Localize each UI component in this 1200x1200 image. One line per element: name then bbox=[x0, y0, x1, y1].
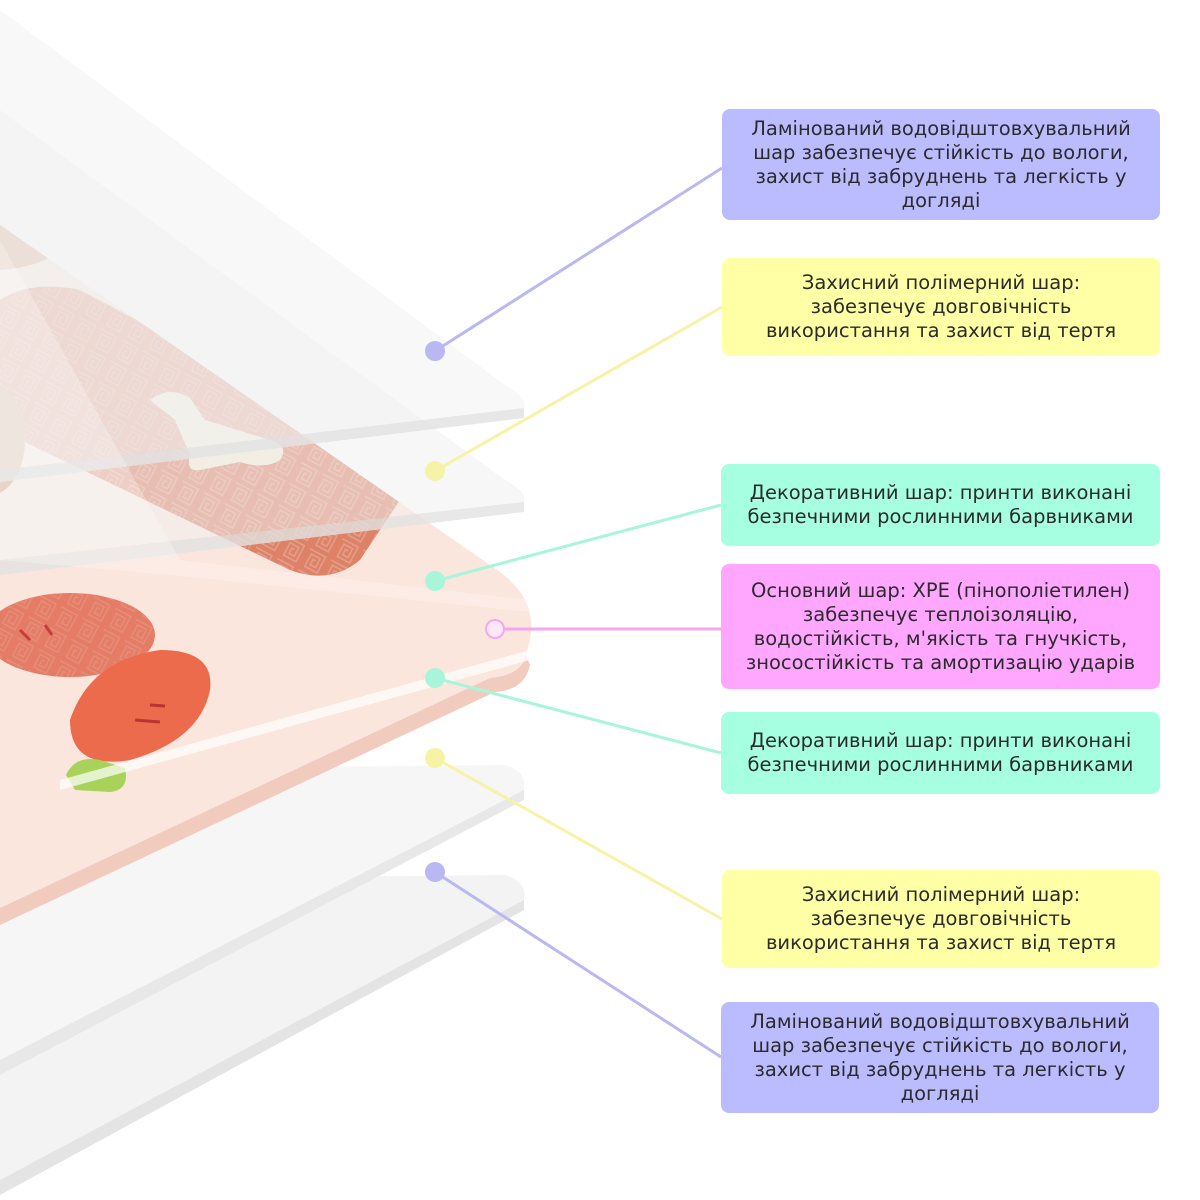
sheet-laminated-top bbox=[0, 10, 525, 482]
connector-dots bbox=[425, 341, 505, 882]
label-decorative-top: Декоративний шар: принти виконані безпеч… bbox=[721, 464, 1160, 546]
connector-lines bbox=[434, 166, 723, 1059]
connector-decorative-top bbox=[434, 503, 722, 583]
label-core: Основний шар: XPE (пінополіетилен) забез… bbox=[721, 564, 1160, 689]
label-laminated-top: Ламінований водовідштовхувальний шар заб… bbox=[722, 109, 1160, 220]
dot-laminated-bottom bbox=[425, 862, 445, 882]
connector-decorative-bottom bbox=[434, 676, 722, 755]
dot-protective-bottom bbox=[425, 748, 445, 768]
label-laminated-bottom: Ламінований водовідштовхувальний шар заб… bbox=[721, 1002, 1159, 1113]
sheet-decorative-top bbox=[0, 240, 530, 790]
connector-protective-top bbox=[434, 305, 723, 473]
label-decorative-bottom: Декоративний шар: принти виконані безпеч… bbox=[721, 712, 1160, 794]
dot-decorative-bottom bbox=[425, 668, 445, 688]
connector-laminated-bottom bbox=[434, 870, 722, 1059]
dot-protective-top bbox=[425, 461, 445, 481]
connector-protective-bottom bbox=[434, 756, 723, 921]
connector-laminated-top bbox=[434, 166, 723, 353]
dot-core bbox=[485, 619, 505, 639]
dot-decorative-top bbox=[425, 571, 445, 591]
dot-laminated-top bbox=[425, 341, 445, 361]
label-protective-bottom: Захисний полімерний шар: забезпечує довг… bbox=[722, 870, 1160, 968]
label-protective-top: Захисний полімерний шар: забезпечує довг… bbox=[722, 258, 1160, 356]
